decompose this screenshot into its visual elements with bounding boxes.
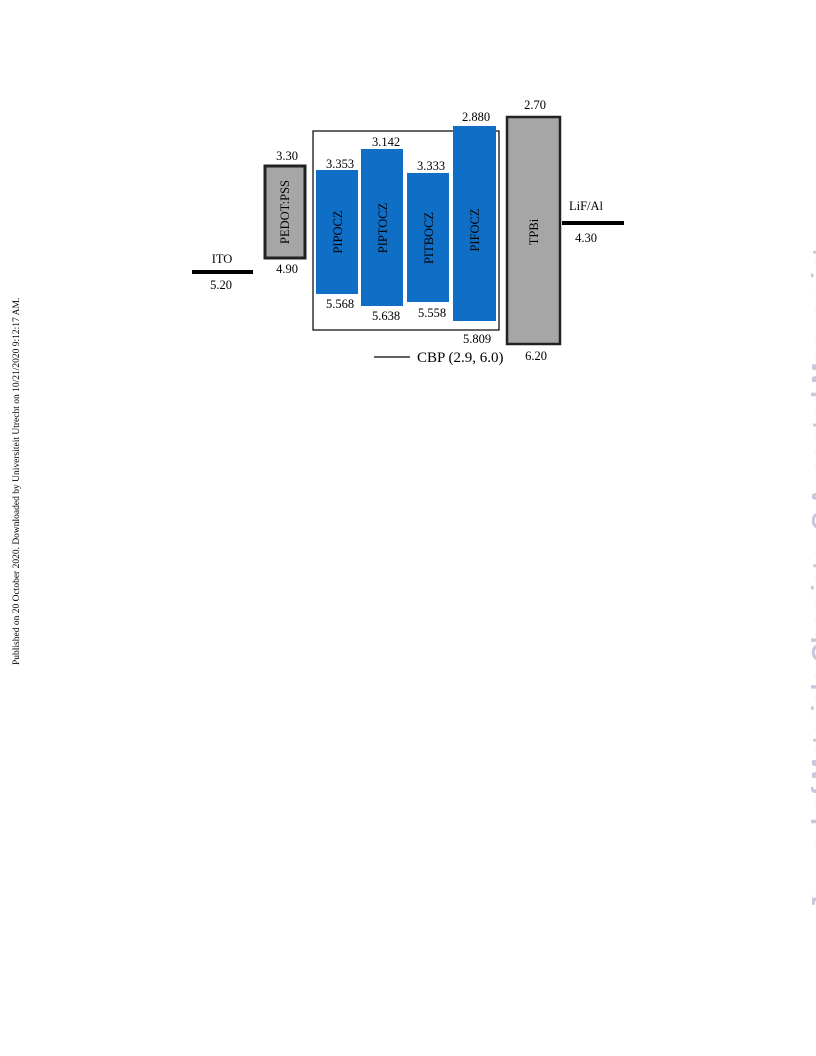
pitbocz-bar bbox=[407, 173, 449, 302]
cathode-electrode: LiF/Al 4.30 bbox=[562, 199, 624, 245]
pedot-homo: 4.90 bbox=[276, 262, 298, 276]
piptocz-lumo: 3.142 bbox=[372, 135, 400, 149]
pedot-box bbox=[263, 164, 307, 260]
pifocz-name: PIFOCZ bbox=[468, 208, 482, 251]
cathode-value: 4.30 bbox=[575, 231, 597, 245]
pifocz-homo: 5.809 bbox=[463, 332, 491, 346]
host-piptocz: 3.142 PIPTOCZ 5.638 bbox=[361, 135, 403, 323]
pitbocz-homo: 5.558 bbox=[418, 306, 446, 320]
pedot-lumo: 3.30 bbox=[276, 149, 298, 163]
cathode-label: LiF/Al bbox=[569, 199, 604, 213]
tpbi-name: TPBi bbox=[527, 218, 541, 245]
pipocz-homo: 5.568 bbox=[326, 297, 354, 311]
cbp-legend: CBP (2.9, 6.0) bbox=[374, 350, 504, 366]
pitbocz-lumo: 3.333 bbox=[417, 159, 445, 173]
tpbi-lumo: 2.70 bbox=[524, 98, 546, 112]
ito-level-line bbox=[192, 270, 253, 274]
host-enclosure-box bbox=[312, 130, 500, 331]
pedot-name: PEDOT:PSS bbox=[278, 180, 292, 244]
piptocz-bar bbox=[361, 149, 403, 306]
legend-label: CBP (2.9, 6.0) bbox=[417, 350, 504, 366]
pedot-layer: 3.30 PEDOT:PSS 4.90 bbox=[263, 149, 307, 276]
host-pitbocz: 3.333 PITBOCZ 5.558 bbox=[407, 159, 449, 320]
ito-label: ITO bbox=[212, 252, 233, 266]
tpbi-box bbox=[505, 115, 562, 346]
pipocz-lumo: 3.353 bbox=[326, 157, 354, 171]
piptocz-homo: 5.638 bbox=[372, 309, 400, 323]
tpbi-layer: 2.70 TPBi 6.20 bbox=[505, 98, 562, 363]
ito-electrode: ITO 5.20 bbox=[192, 252, 253, 292]
pipocz-bar bbox=[316, 170, 358, 294]
cathode-level-line bbox=[562, 221, 624, 225]
pitbocz-name: PITBOCZ bbox=[422, 212, 436, 264]
tpbi-homo: 6.20 bbox=[525, 349, 547, 363]
pifocz-bar bbox=[453, 126, 496, 321]
host-pifocz: 2.880 PIFOCZ 5.809 bbox=[453, 110, 496, 346]
host-pipocz: 3.353 PIPOCZ 5.568 bbox=[316, 157, 358, 311]
piptocz-name: PIPTOCZ bbox=[376, 203, 390, 253]
pifocz-lumo: 2.880 bbox=[462, 110, 490, 124]
pipocz-name: PIPOCZ bbox=[331, 210, 345, 253]
ito-value: 5.20 bbox=[210, 278, 232, 292]
